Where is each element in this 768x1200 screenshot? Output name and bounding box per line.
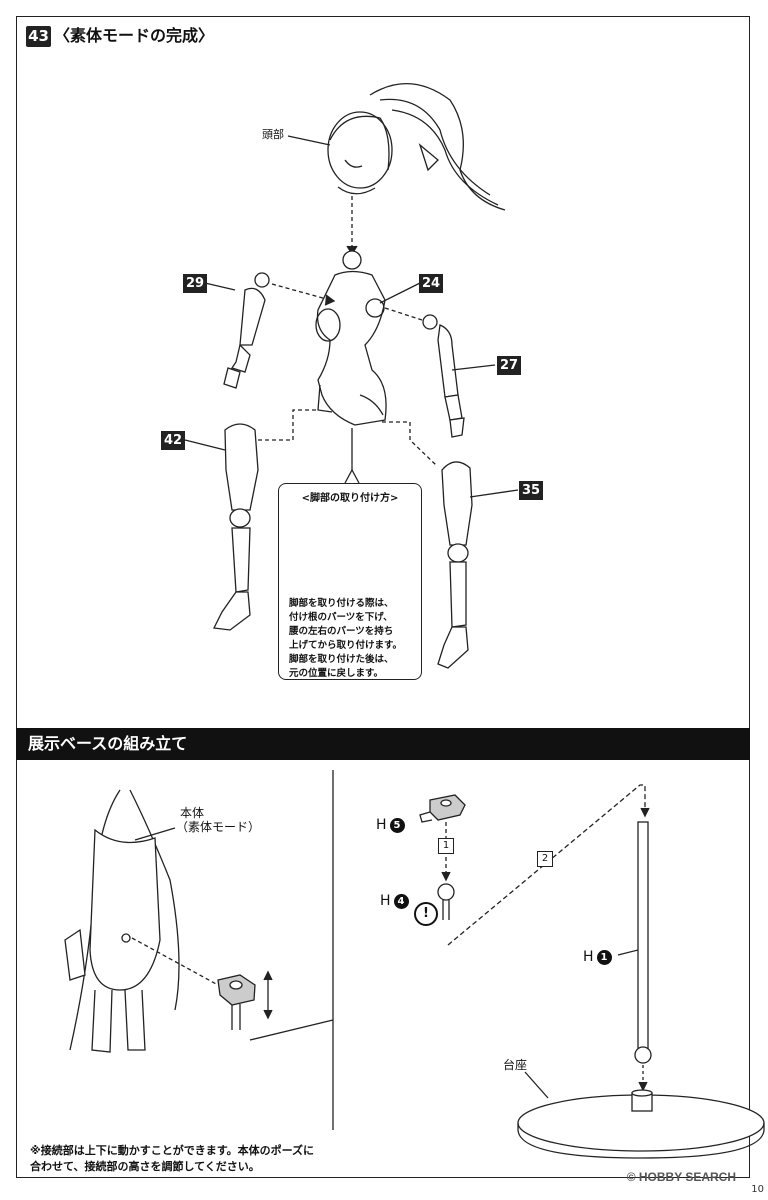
warning-icon: ! — [414, 902, 438, 926]
leg-attach-callout: <脚部の取り付け方> 脚部を取り付ける際は、 付け根のパーツを下げ、 腰の左右の… — [278, 483, 422, 680]
h4-number: 4 — [393, 893, 409, 909]
part-badge-27: 27 — [497, 356, 522, 375]
figure-back-drawing — [64, 789, 180, 1053]
note-line-2: 合わせて、接続部の高さを調節してください。 — [30, 1160, 260, 1173]
h5-label: H 5 — [376, 816, 405, 834]
h1-label: H 1 — [583, 948, 612, 966]
base-label: 台座 — [503, 1058, 528, 1072]
adjustment-note: ※接続部は上下に動かすことができます。本体のポーズに 合わせて、接続部の高さを調… — [30, 1143, 314, 1175]
leg-left-drawing — [213, 423, 259, 631]
h4-letter: H — [380, 893, 391, 909]
h5-part-drawing — [419, 794, 466, 823]
callout-line: 脚部を取り付ける際は、 — [289, 598, 394, 609]
h5-letter: H — [376, 817, 387, 833]
arm-right-drawing — [422, 314, 465, 438]
page-number: 10 — [751, 1184, 764, 1195]
h4-label: H 4 — [380, 892, 409, 910]
note-line-1: ※接続部は上下に動かすことができます。本体のポーズに — [30, 1144, 315, 1157]
callout-line: 上げてから取り付けます。 — [289, 640, 403, 651]
body-label-line2: （素体モード） — [176, 820, 261, 834]
h1-letter: H — [583, 949, 594, 965]
watermark: © HOBBY SEARCH — [626, 1170, 736, 1184]
part-badge-29: 29 — [183, 274, 208, 293]
head-drawing — [327, 83, 506, 211]
torso-drawing — [315, 250, 387, 426]
section-title-bar: 展示ベースの組み立て — [16, 728, 750, 760]
page-frame — [16, 16, 750, 1178]
step-1-box: 1 — [438, 838, 454, 854]
body-label-line1: 本体 — [180, 806, 205, 820]
h1-number: 1 — [596, 949, 612, 965]
callout-title: <脚部の取り付け方> — [301, 493, 399, 504]
callout-line: 付け根のパーツを下げ、 — [289, 612, 393, 623]
connector-part-drawing — [217, 974, 256, 1030]
step-number-badge: 43 — [26, 26, 51, 47]
callout-line: 元の位置に戻します。 — [289, 668, 384, 679]
h5-number: 5 — [389, 817, 405, 833]
step-2-box: 2 — [537, 851, 553, 867]
part-badge-24: 24 — [419, 274, 444, 293]
arm-left-drawing — [223, 272, 270, 389]
part-badge-35: 35 — [519, 481, 544, 500]
base-drawing — [517, 1089, 765, 1159]
callout-line: 脚部を取り付けた後は、 — [289, 654, 394, 665]
part-badge-42: 42 — [161, 431, 186, 450]
callout-line: 腰の左右のパーツを持ち — [289, 626, 394, 637]
callout-text: 脚部を取り付ける際は、 付け根のパーツを下げ、 腰の左右のパーツを持ち 上げてか… — [289, 597, 415, 681]
leg-right-drawing — [437, 461, 473, 669]
step-title: 〈素体モードの完成〉 — [54, 26, 215, 45]
head-label: 頭部 — [262, 128, 284, 141]
